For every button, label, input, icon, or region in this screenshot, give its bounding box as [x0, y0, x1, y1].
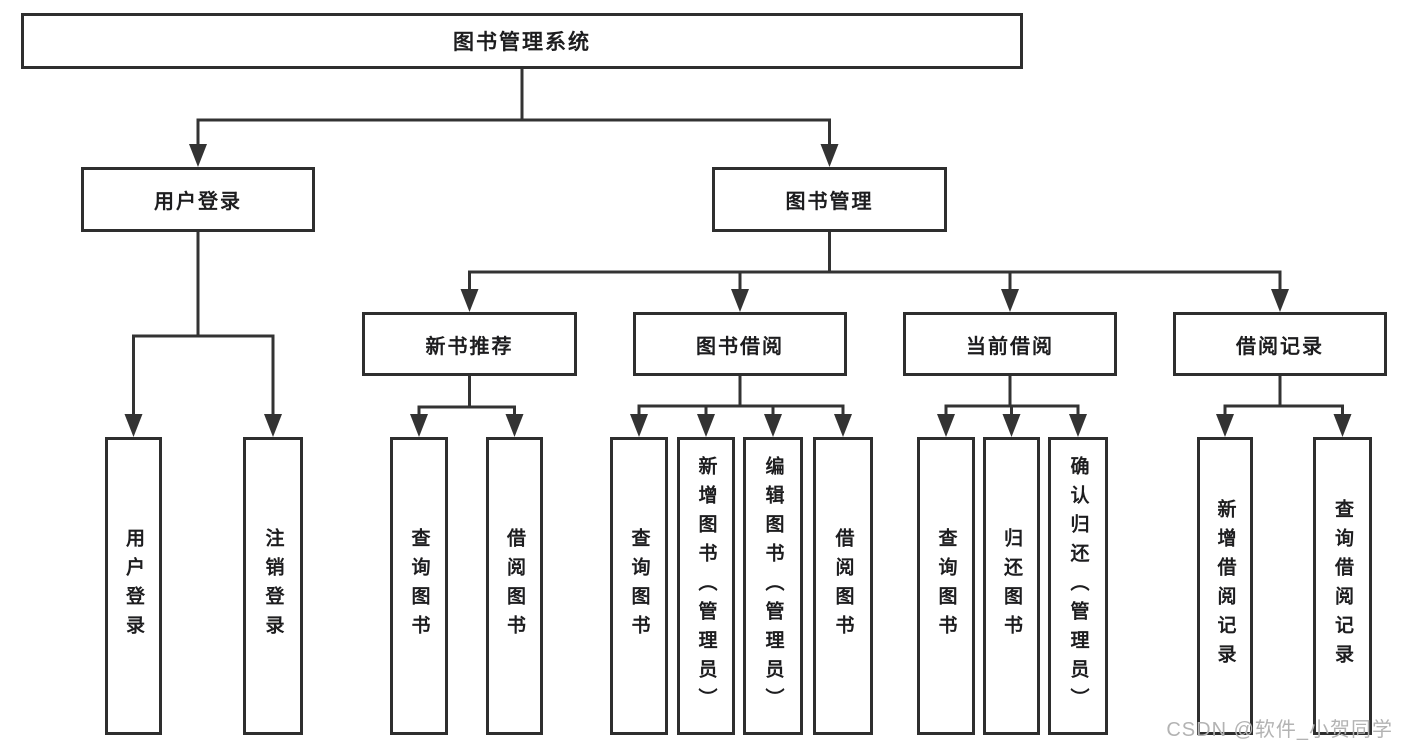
node-root: 图书管理系统: [21, 13, 1023, 69]
node-borrow-add-book: 新增图书（管理员）: [677, 437, 735, 735]
node-logout: 注销登录: [243, 437, 303, 735]
node-user-login: 用户登录: [81, 167, 315, 232]
node-cur-return-book: 归还图书: [983, 437, 1040, 735]
node-label-cur-query-book: 查询图书: [935, 528, 957, 644]
node-label-book-borrow: 图书借阅: [696, 335, 784, 358]
node-cur-query-book: 查询图书: [917, 437, 975, 735]
node-label-borrow-records: 借阅记录: [1236, 335, 1324, 358]
node-borrow-records: 借阅记录: [1173, 312, 1387, 376]
node-label-borrow-borrow-book: 借阅图书: [832, 528, 854, 644]
node-label-new-book-rec: 新书推荐: [425, 335, 514, 358]
node-label-rec-query-book: 查询图书: [408, 528, 430, 644]
node-label-logout: 注销登录: [262, 528, 284, 644]
node-label-book-mgmt: 图书管理: [785, 191, 874, 213]
node-label-login: 用户登录: [123, 528, 144, 644]
node-label-borrow-edit-book: 编辑图书（管理员）: [762, 455, 784, 717]
node-label-borrow-query-book: 查询图书: [628, 528, 650, 644]
node-rec-query-record: 查询借阅记录: [1313, 437, 1372, 735]
node-label-rec-add-record: 新增借阅记录: [1214, 499, 1236, 673]
node-rec-query-book: 查询图书: [390, 437, 448, 735]
node-book-borrow: 图书借阅: [633, 312, 847, 376]
node-label-root: 图书管理系统: [453, 31, 591, 54]
node-rec-borrow-book: 借阅图书: [486, 437, 543, 735]
node-book-mgmt: 图书管理: [712, 167, 947, 232]
node-borrow-borrow-book: 借阅图书: [813, 437, 873, 735]
node-current-borrow: 当前借阅: [903, 312, 1117, 376]
node-label-rec-query-record: 查询借阅记录: [1332, 499, 1353, 673]
watermark-text: CSDN @软件_小贺同学: [1166, 719, 1393, 741]
node-label-current-borrow: 当前借阅: [966, 335, 1054, 358]
node-label-rec-borrow-book: 借阅图书: [504, 528, 525, 644]
node-label-user-login: 用户登录: [154, 191, 242, 213]
node-rec-add-record: 新增借阅记录: [1197, 437, 1253, 735]
node-borrow-query-book: 查询图书: [610, 437, 668, 735]
node-label-borrow-add-book: 新增图书（管理员）: [695, 455, 717, 717]
node-new-book-rec: 新书推荐: [362, 312, 577, 376]
node-login: 用户登录: [105, 437, 162, 735]
node-borrow-edit-book: 编辑图书（管理员）: [743, 437, 803, 735]
node-label-cur-confirm-return: 确认归还（管理员）: [1067, 455, 1089, 717]
node-cur-confirm-return: 确认归还（管理员）: [1048, 437, 1108, 735]
node-label-cur-return-book: 归还图书: [1001, 528, 1022, 644]
